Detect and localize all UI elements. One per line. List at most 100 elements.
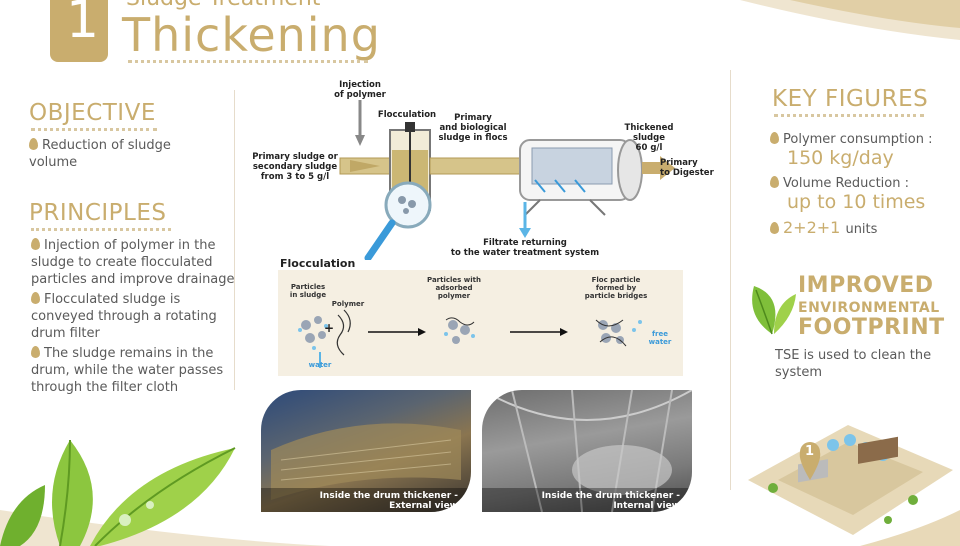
polymer-figure: Polymer consumption : 150 kg/day xyxy=(770,128,932,169)
volume-figure: Volume Reduction : up to 10 times xyxy=(770,172,925,213)
drum-internal-graphic xyxy=(482,390,692,512)
principle-item: The sludge remains in the drum, while th… xyxy=(31,345,236,396)
filtrate-line: to the water treatment system xyxy=(450,248,600,258)
digester-line: Primary xyxy=(660,158,698,168)
principle-line: conveyed through a rotating xyxy=(31,309,217,324)
principle-line: particles and improve drainage xyxy=(31,272,235,287)
injection-line: Injection xyxy=(339,80,381,90)
key-figures-dots xyxy=(774,114,924,117)
photo-external-caption: Inside the drum thickener - External vie… xyxy=(300,491,458,511)
particles-label: Particles in sludge xyxy=(286,283,330,299)
env-text: TSE is used to clean the system xyxy=(775,347,955,381)
principle-line: drum, while the water passes xyxy=(31,363,224,378)
principle-line: Injection of polymer in the xyxy=(44,238,216,253)
inlet-line: from 3 to 5 g/l xyxy=(260,172,330,182)
caption-line: Inside the drum thickener - xyxy=(541,491,680,501)
particles-line: Particles xyxy=(290,283,326,291)
adsorbed-line: Particles with xyxy=(427,276,481,284)
adsorbed-line: polymer xyxy=(437,292,471,300)
thickened-line: Thickened xyxy=(624,123,674,133)
floc-panel-title: Flocculation xyxy=(280,257,356,270)
drop-icon xyxy=(770,132,779,144)
floc-line: particle bridges xyxy=(584,292,648,300)
filtrate-label: Filtrate returning to the water treatmen… xyxy=(450,238,600,258)
env-footprint-heading: IMPROVED ENVIRONMENTAL FOOTPRINT xyxy=(798,273,945,340)
objective-heading: OBJECTIVE xyxy=(29,100,156,126)
volume-value: up to 10 times xyxy=(787,191,926,213)
photo-internal-caption: Inside the drum thickener - Internal vie… xyxy=(522,491,680,511)
drop-icon xyxy=(770,222,779,234)
polymer-label-text: Polymer consumption : xyxy=(783,132,933,147)
section-supertitle: Sludge Treatment xyxy=(126,0,320,11)
photo-external-view xyxy=(261,390,471,512)
drop-icon xyxy=(770,176,779,188)
floc-line: formed by xyxy=(595,284,637,292)
principle-line: through the filter cloth xyxy=(31,380,179,395)
injection-line: of polymer xyxy=(334,90,386,100)
digester-label: Primary to Digester xyxy=(660,158,718,178)
column-divider-left xyxy=(234,90,235,390)
caption-line: Inside the drum thickener - xyxy=(319,491,458,501)
floc-line: Floc particle xyxy=(591,276,641,284)
objective-line2: volume xyxy=(29,155,78,170)
objective-line1: Reduction of sludge xyxy=(42,138,171,153)
env-text-line: system xyxy=(775,365,822,380)
map-marker-number: 1 xyxy=(805,444,815,459)
primary-bio-line: and biological xyxy=(439,123,507,133)
column-divider-right xyxy=(730,70,731,490)
digester-line: to Digester xyxy=(660,168,714,178)
thickened-label: Thickened sludge 60 g/l xyxy=(620,123,678,153)
principle-line: drum filter xyxy=(31,326,100,341)
leaf-icon xyxy=(752,286,796,335)
principle-line: Flocculated sludge is xyxy=(44,292,181,307)
polymer-value: 150 kg/day xyxy=(787,147,894,169)
floc-panel xyxy=(278,270,683,376)
thickened-line: sludge xyxy=(633,133,665,143)
adsorbed-line: adsorbed xyxy=(435,284,473,292)
inlet-label: Primary sludge or secondary sludge from … xyxy=(250,152,340,182)
inlet-line: Primary sludge or xyxy=(252,152,338,162)
drop-icon xyxy=(29,138,38,150)
objective-dots xyxy=(31,128,157,131)
units-figure: 2+2+1 units xyxy=(770,218,877,237)
principles-dots xyxy=(31,228,171,231)
env-line: ENVIRONMENTAL xyxy=(798,300,940,316)
inlet-line: secondary sludge xyxy=(252,162,338,172)
primary-bio-label: Primary and biological sludge in flocs xyxy=(438,113,508,143)
adsorbed-label: Particles with adsorbed polymer xyxy=(424,276,484,300)
principle-item: Injection of polymer in the sludge to cr… xyxy=(31,237,236,288)
top-right-swoosh xyxy=(740,0,960,40)
svg-text:+: + xyxy=(324,321,334,335)
caption-line: External view xyxy=(389,501,458,511)
principle-line: sludge to create flocculated xyxy=(31,255,213,270)
water-label: water xyxy=(308,361,332,369)
drum-external-graphic xyxy=(261,423,471,512)
polymer-label: Polymer xyxy=(331,300,365,308)
page-title: Thickening xyxy=(122,8,381,62)
units-label-text: units xyxy=(845,222,878,237)
photo-internal-view xyxy=(482,390,692,512)
free-water-label: free water xyxy=(648,330,672,346)
env-line: FOOTPRINT xyxy=(798,315,945,340)
process-diagram xyxy=(339,100,675,260)
drop-icon xyxy=(31,238,40,250)
filtrate-line: Filtrate returning xyxy=(483,238,567,248)
plant-map-illustration xyxy=(748,425,953,535)
flocculation-label: Flocculation xyxy=(377,110,437,120)
key-figures-heading: KEY FIGURES xyxy=(772,86,929,112)
principles-heading: PRINCIPLES xyxy=(29,200,167,226)
primary-bio-line: sludge in flocs xyxy=(438,133,508,143)
particles-line: in sludge xyxy=(289,291,327,299)
units-value: 2+2+1 xyxy=(783,218,841,237)
step-badge xyxy=(50,0,108,62)
env-text-line: TSE is used to clean the xyxy=(775,348,932,363)
drop-icon xyxy=(31,292,40,304)
floc-panel-graphics: + xyxy=(298,309,642,368)
primary-bio-line: Primary xyxy=(454,113,492,123)
title-dots xyxy=(128,60,368,63)
leaves-illustration xyxy=(0,439,236,546)
principle-item: Flocculated sludge is conveyed through a… xyxy=(31,291,236,342)
env-line: IMPROVED xyxy=(798,273,934,298)
caption-line: Internal view xyxy=(613,501,680,511)
principle-line: The sludge remains in the xyxy=(44,346,214,361)
